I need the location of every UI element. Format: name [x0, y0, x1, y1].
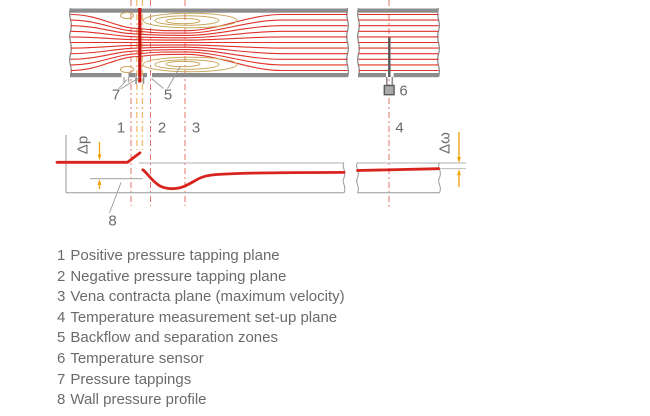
pipe-bottom-wall-segment: [393, 73, 439, 78]
recirculation-contour: [142, 12, 238, 29]
legend-item-label: Positive pressure tapping plane: [70, 247, 280, 264]
wall-pressure-curve: [55, 151, 440, 191]
label-6: 6: [399, 82, 408, 100]
leader-8: [109, 182, 122, 214]
dw-label: Δω: [436, 131, 453, 154]
dp-dimension: [97, 142, 102, 189]
temperature-sensor: [383, 37, 395, 96]
pressure-curve-upstream: [55, 151, 142, 164]
pipe-top-wall: [358, 8, 439, 13]
legend-item-number: 8: [57, 391, 66, 409]
pipe-bottom-wall-segment: [128, 73, 135, 78]
pipe-bottom-wall-segment: [143, 73, 147, 78]
streamlines: [70, 13, 348, 72]
streamline: [70, 30, 348, 39]
legend-item-number: 4: [57, 308, 66, 326]
dp-label: Δp: [74, 135, 91, 154]
dw-arrowhead-up: [457, 169, 461, 176]
label-8: 8: [108, 212, 117, 229]
streamline: [70, 46, 348, 55]
dw-arrowhead-down: [457, 157, 461, 163]
legend-item-label: Backflow and separation zones: [70, 329, 278, 347]
pressure-curve-recovery: [141, 168, 346, 191]
legend-item-number: 3: [57, 288, 66, 306]
recirculation-contour: [154, 59, 220, 70]
pipe-bottom-wall-segment: [152, 73, 348, 78]
plane-1-label: 1: [116, 119, 126, 136]
orifice-plate: [138, 8, 142, 83]
legend-item-number: 5: [57, 329, 66, 347]
pressure-curve-downstream: [356, 167, 440, 172]
pipe-bottom-wall-segment: [358, 73, 386, 78]
leader-lines: [109, 65, 181, 214]
recirculation-contour: [154, 15, 220, 26]
legend-item-number: 6: [57, 349, 66, 367]
sensor-head: [383, 84, 395, 96]
leader-5b: [167, 65, 181, 89]
pipe-top-wall: [70, 8, 348, 13]
pressure-profile-frame: [65, 135, 466, 194]
legend-item-label: Wall pressure profile: [70, 391, 207, 409]
plane-2-label: 2: [157, 119, 167, 136]
recirculation-contour: [165, 17, 201, 25]
recirculation-zones: [120, 12, 238, 73]
dw-dimension: [457, 132, 461, 187]
plate-holder-leg: [135, 73, 137, 84]
legend-item-label: Vena contracta plane (maximum velocity): [70, 288, 345, 306]
legend-item-number: 1: [57, 247, 66, 264]
label-7: 7: [111, 86, 121, 104]
plane-lines: [130, 0, 390, 208]
legend-item-label: Negative pressure tapping plane: [70, 267, 287, 285]
dp-arrowhead-down: [97, 154, 102, 161]
sensor-leg: [391, 77, 394, 86]
leader-5a: [151, 78, 164, 89]
recirculation-contour: [165, 60, 201, 68]
streamline: [70, 53, 348, 72]
streamline: [70, 49, 348, 60]
legend-item-number: 7: [57, 370, 66, 388]
streamline: [70, 44, 348, 49]
downstream-streamlines: [358, 13, 439, 72]
streamline: [70, 51, 348, 66]
sensor-leg: [386, 77, 388, 86]
corner-eddy-contour: [120, 66, 134, 73]
streamline: [70, 36, 348, 41]
leader-7b: [120, 77, 140, 90]
streamline: [70, 13, 348, 32]
recirculation-contour: [142, 56, 238, 73]
legend-item-label: Temperature sensor: [70, 349, 204, 367]
corner-eddy-contour: [120, 12, 134, 19]
label-5: 5: [163, 86, 173, 104]
streamline: [70, 25, 348, 36]
plane-3-label: 3: [191, 119, 201, 136]
plate-holder-leg: [142, 73, 145, 84]
leader-7a: [118, 79, 128, 90]
legend-item-label: Pressure tappings: [70, 370, 192, 388]
legend-item-number: 2: [57, 267, 66, 285]
profile-break-edge: [438, 162, 441, 194]
streamline: [70, 19, 348, 34]
profile-break-edge: [356, 162, 359, 194]
dp-arrowhead-up: [97, 179, 102, 185]
legend-item-label: Temperature measurement set-up plane: [70, 308, 338, 326]
profile-break-edge: [342, 162, 346, 194]
pipe-bottom-wall-segment: [70, 73, 122, 78]
plane-4-label: 4: [395, 119, 404, 136]
